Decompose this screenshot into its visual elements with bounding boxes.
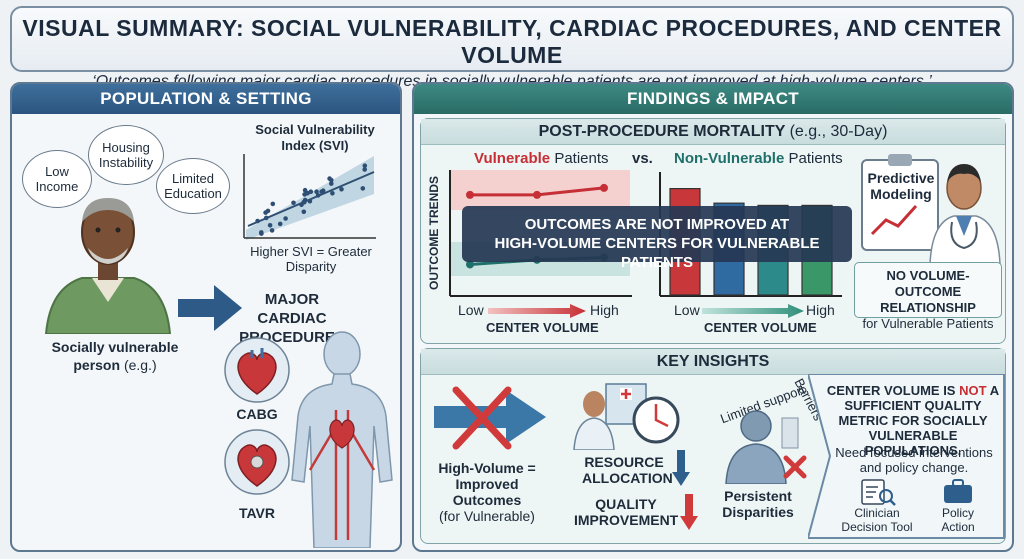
tavr-label: TAVR: [238, 505, 276, 521]
down-arrow-blue-icon: [672, 450, 690, 486]
svi-point: [329, 177, 334, 183]
svi-point: [360, 186, 366, 191]
vulnerable-person-illustration: [44, 198, 172, 334]
bar-x-arrow: [702, 304, 804, 318]
svi-point: [339, 187, 344, 192]
svi-point: [259, 231, 264, 236]
bar-x-label: CENTER VOLUME: [704, 320, 817, 335]
svi-point: [302, 187, 308, 193]
overlay-banner: OUTCOMES ARE NOT IMPROVED AT HIGH-VOLUME…: [462, 206, 852, 271]
body-silhouette-illustration: [291, 331, 393, 548]
population-heading: POPULATION & SETTING: [12, 84, 400, 114]
metric-statement: CENTER VOLUME IS NOT A SUFFICIENT QUALIT…: [826, 383, 1000, 458]
down-arrow-red-icon: [680, 494, 698, 530]
need-statement: Need focused interventions and policy ch…: [835, 445, 993, 475]
series-point: [600, 183, 608, 192]
bubble-low-income: Low Income: [22, 150, 92, 208]
svi-title: Social Vulnerability Index (SVI): [255, 122, 375, 153]
bubble-education: Limited Education: [156, 158, 230, 214]
line-x-arrow: [488, 304, 586, 318]
y-axis-label: OUTCOME TRENDS: [427, 176, 441, 290]
svi-point: [329, 181, 334, 186]
series-point: [466, 260, 474, 269]
no-relationship-box: NO VOLUME-OUTCOME RELATIONSHIP for Vulne…: [854, 262, 1002, 331]
svi-point: [302, 197, 308, 203]
persistent-label: Persistent Disparities: [722, 488, 794, 520]
distressed-person-icon: [725, 410, 807, 484]
predictive-label: Predictive Modeling: [867, 170, 935, 202]
person-label: Socially vulnerable person (e.g.): [51, 339, 179, 373]
svi-point: [301, 209, 307, 215]
svi-point: [307, 198, 313, 204]
insights-heading: KEY INSIGHTS: [421, 349, 1005, 375]
svi-point: [265, 208, 271, 214]
cabg-label: CABG: [236, 406, 278, 422]
svi-point: [255, 218, 260, 224]
heart-tavr-icon: [224, 429, 290, 495]
svi-point: [269, 228, 275, 233]
briefcase-icon: [944, 479, 972, 503]
svi-point: [315, 193, 321, 198]
svi-point: [320, 188, 326, 193]
svi-point: [264, 215, 269, 221]
line-x-label: CENTER VOLUME: [486, 320, 599, 335]
svi-scatter-plot: [243, 154, 376, 240]
page-title: VISUAL SUMMARY: SOCIAL VULNERABILITY, CA…: [22, 15, 1002, 68]
svi-point: [270, 201, 276, 207]
bubble-housing: Housing Instability: [88, 125, 164, 185]
svi-point: [362, 163, 368, 168]
vs-label: vs.: [632, 150, 653, 167]
svi-point: [277, 221, 283, 227]
line-x-high: High: [590, 302, 619, 318]
series-point: [533, 190, 541, 199]
nonvulnerable-legend: Non-Vulnerable Patients: [674, 150, 843, 167]
crossed-arrow-icon: [434, 386, 546, 450]
series-point: [466, 190, 474, 199]
clinician-hospital-clock-icon: [573, 383, 680, 450]
clinician-label: Clinician Decision Tool: [841, 506, 913, 534]
svi-point: [283, 216, 288, 221]
svi-point: [291, 200, 296, 206]
vulnerable-legend: Vulnerable Patients: [474, 150, 609, 167]
mortality-heading: POST-PROCEDURE MORTALITY (e.g., 30-Day): [421, 119, 1005, 145]
doctor-illustration: [929, 164, 1001, 264]
right-arrow-icon: [178, 285, 242, 331]
high-volume-label: High-Volume = Improved Outcomes (for Vul…: [438, 460, 536, 524]
svi-point: [330, 191, 335, 196]
findings-heading: FINDINGS & IMPACT: [414, 84, 1012, 114]
policy-label: Policy Action: [941, 506, 975, 534]
svi-point: [314, 189, 319, 194]
svi-point: [362, 167, 367, 172]
line-x-low: Low: [458, 302, 484, 318]
bar-x-low: Low: [674, 302, 700, 318]
bar-x-high: High: [806, 302, 835, 318]
quality-label: QUALITY IMPROVEMENT: [574, 496, 679, 528]
svi-point: [267, 223, 273, 228]
resource-label: RESOURCE ALLOCATION: [582, 454, 673, 486]
title-banner: VISUAL SUMMARY: SOCIAL VULNERABILITY, CA…: [10, 6, 1014, 90]
clipboard-search-icon: [861, 479, 896, 506]
clipboard-chart-icon: [861, 154, 939, 251]
heart-cabg-icon: [224, 337, 290, 403]
svi-caption: Higher SVI = Greater Disparity: [250, 244, 372, 274]
